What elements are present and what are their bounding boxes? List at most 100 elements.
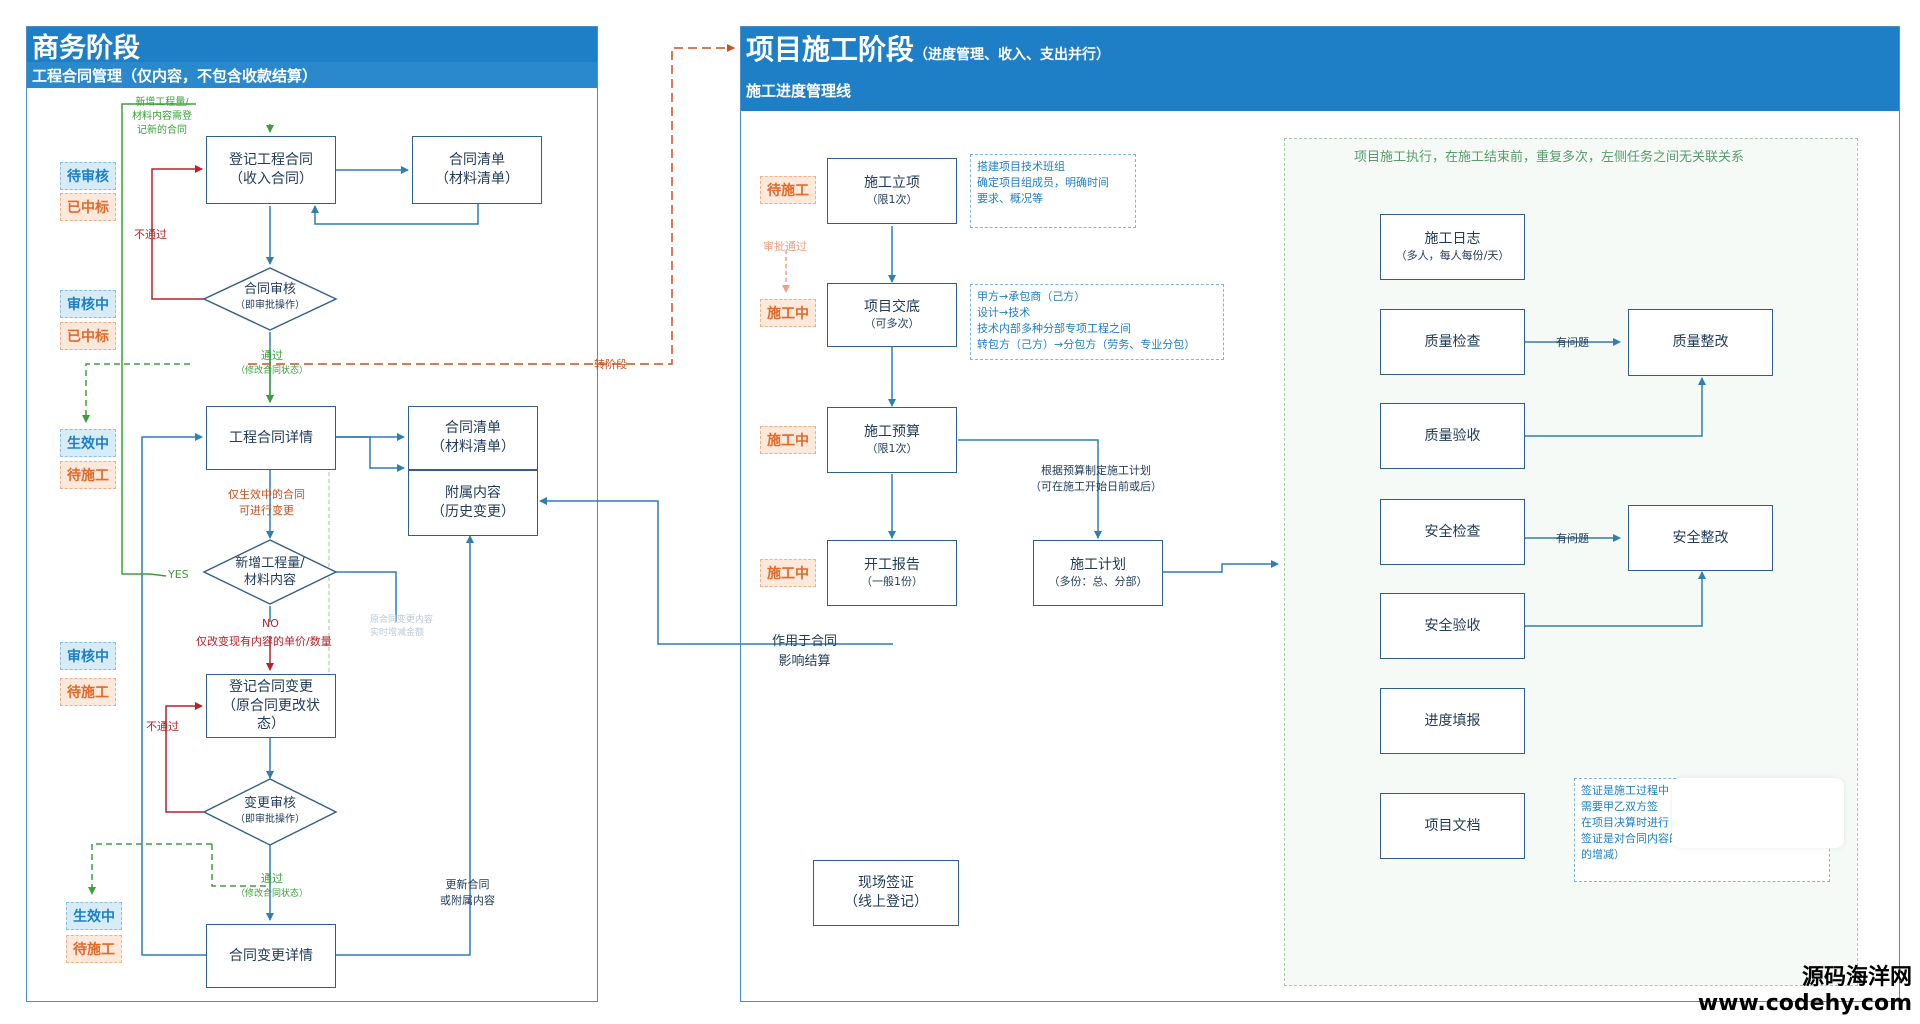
project-handover-sub: （可多次） [864, 317, 920, 331]
has-problem-label-2: 有问题 [1556, 532, 1589, 545]
only-effective-line2: 可进行变更 [239, 504, 294, 517]
update-contract-line2: 或附属内容 [440, 894, 495, 907]
yes-label: YES [168, 568, 189, 581]
change-detail-node: 合同变更详情 [206, 924, 336, 988]
construction-stage-title-main: 项目施工阶段 [746, 33, 915, 66]
attachment-title: 附属内容 [445, 485, 501, 502]
setup-note-line: 搭建项目技术班组 [977, 160, 1065, 173]
construction-budget-title: 施工预算 [864, 424, 920, 441]
construction-stage-title: 项目施工阶段（进度管理、收入、支出并行） [746, 28, 1110, 68]
quality-fix-node: 质量整改 [1628, 309, 1773, 376]
register-change-title: 登记合同变更 [229, 678, 313, 695]
contract-detail-title: 工程合同详情 [229, 429, 313, 446]
contract-list-node-2: 合同清单 （材料清单） [408, 406, 538, 470]
only-change-existing-label: 仅改变现有内容的单价/数量 [196, 635, 332, 648]
pass-label-1: 通过 （修改合同状态） [236, 347, 308, 376]
status-tag-under-construction: 施工中 [760, 299, 816, 327]
safety-check-node: 安全检查 [1380, 499, 1525, 565]
status-tag-pending-review: 待审核 [60, 162, 116, 190]
approval-pass-label: 审批通过 [763, 240, 807, 253]
safety-accept-node: 安全验收 [1380, 593, 1525, 659]
affect-settlement-note: 作用于合同 影响结算 [772, 632, 837, 671]
execution-zone-title: 项目施工执行，在施工结束前，重复多次，左侧任务之间无关联关系 [1354, 150, 1745, 165]
new-material-note: 新增工程量/ 材料内容需登 记新的合同 [132, 96, 192, 138]
construction-plan-title: 施工计划 [1070, 557, 1126, 574]
status-tag-reviewing: 审核中 [60, 290, 116, 318]
status-tag-under-construction: 施工中 [760, 559, 816, 587]
progress-report-node: 进度填报 [1380, 688, 1525, 754]
register-contract-sub: （收入合同） [229, 171, 313, 187]
faded-note: 原合同变更内容 实时增减金额 [370, 614, 433, 639]
contract-list-title: 合同清单 [449, 152, 505, 169]
attachment-node: 附属内容 （历史变更） [408, 470, 538, 536]
status-tag-won-bid: 已中标 [60, 193, 116, 221]
business-stage-subtitle: 工程合同管理（仅内容，不包含收款结算） [32, 67, 318, 85]
status-tag-won-bid: 已中标 [60, 322, 116, 350]
construction-stage-header [741, 27, 1899, 111]
change-review-title: 变更审核 [243, 796, 296, 811]
only-effective-line1: 仅生效中的合同 [228, 488, 305, 501]
handover-note-line: 技术内部多种分部专项工程之间 [977, 321, 1131, 335]
contract-list-sub: （材料清单） [431, 439, 515, 455]
register-change-node: 登记合同变更 （原合同更改状 态） [206, 674, 336, 738]
only-effective-note: 仅生效中的合同 可进行变更 [228, 486, 305, 518]
contract-review-title: 合同审核 [243, 282, 296, 297]
status-tag-pending-construction: 待施工 [66, 935, 122, 963]
watermark-line2: www.codehy.com [1697, 991, 1912, 1016]
contract-detail-node: 工程合同详情 [206, 406, 336, 470]
start-report-node: 开工报告 （一般1份） [827, 540, 957, 606]
status-tag-reviewing: 审核中 [60, 642, 116, 670]
project-handover-node: 项目交底 （可多次） [827, 283, 957, 347]
construction-budget-sub: （限1次） [866, 442, 918, 456]
setup-note-line: 要求、概况等 [977, 191, 1043, 205]
register-change-sub: （原合同更改状 [222, 697, 320, 714]
add-material-sub: 材料内容 [243, 572, 296, 588]
pass-label-2-text: 通过 [261, 872, 283, 885]
setup-note-line: 确定项目组成员，明确时间 [977, 175, 1109, 189]
visa-note-line: 的增减） [1581, 847, 1625, 861]
safety-fix-node: 安全整改 [1628, 505, 1773, 571]
contract-review-sub: （即审批操作） [235, 299, 305, 311]
register-contract-title: 登记工程合同 [229, 152, 313, 169]
construction-stage-subtitle: 施工进度管理线 [746, 82, 852, 100]
faded-note-line2: 实时增减金额 [370, 627, 425, 638]
watermark-line1: 源码海洋网 [1801, 965, 1912, 990]
register-contract-node: 登记工程合同 （收入合同） [206, 136, 336, 204]
construction-stage-title-note: （进度管理、收入、支出并行） [914, 47, 1111, 63]
start-report-sub: （一般1份） [861, 575, 923, 589]
new-material-note-line3: 记新的合同 [137, 125, 187, 136]
contract-list-title: 合同清单 [445, 420, 501, 437]
safety-fix-title: 安全整改 [1672, 529, 1729, 546]
construction-plan-sub: （多份：总、分部） [1048, 575, 1148, 589]
visa-note-line: 在项目决算时进行 [1581, 815, 1669, 829]
handover-note: 甲方→承包商（己方）设计→技术技术内部多种分部专项工程之间转包方（己方）→分包方… [970, 284, 1224, 360]
status-tag-pending-construction: 待施工 [760, 176, 816, 204]
new-material-note-line2: 材料内容需登 [132, 111, 192, 122]
visa-note-line: 需要甲乙双方签 [1581, 799, 1658, 813]
add-material-node: 新增工程量/ 材料内容 [204, 556, 336, 590]
contract-list-node-1: 合同清单 （材料清单） [412, 136, 542, 204]
project-setup-title: 施工立项 [864, 175, 920, 192]
update-contract-line1: 更新合同 [445, 878, 490, 891]
site-visa-sub: （线上登记） [844, 894, 928, 910]
handover-note-line: 甲方→承包商（己方） [977, 290, 1086, 303]
update-contract-note: 更新合同 或附属内容 [440, 876, 495, 908]
not-pass-label-2: 不通过 [146, 720, 179, 733]
handover-note-line: 设计→技术 [977, 305, 1031, 319]
status-tag-pending-construction: 待施工 [60, 678, 116, 706]
to-stage-label: 转阶段 [594, 358, 627, 371]
change-review-node: 变更审核 （即审批操作） [204, 796, 336, 826]
quality-fix-title: 质量整改 [1672, 334, 1729, 351]
setup-note: 搭建项目技术班组确定项目组成员，明确时间要求、概况等 [970, 154, 1136, 228]
change-detail-title: 合同变更详情 [229, 947, 313, 964]
faded-note-line1: 原合同变更内容 [370, 615, 434, 625]
site-visa-node: 现场签证 （线上登记） [813, 860, 959, 926]
attachment-sub: （历史变更） [431, 504, 515, 520]
progress-report-title: 进度填报 [1424, 712, 1481, 729]
contract-list-sub: （材料清单） [435, 171, 519, 187]
affect-settlement-line2: 影响结算 [778, 653, 831, 669]
register-change-sub2: 态） [257, 716, 285, 733]
add-material-title: 新增工程量/ [235, 556, 305, 571]
contract-review-node: 合同审核 （即审批操作） [204, 282, 336, 312]
